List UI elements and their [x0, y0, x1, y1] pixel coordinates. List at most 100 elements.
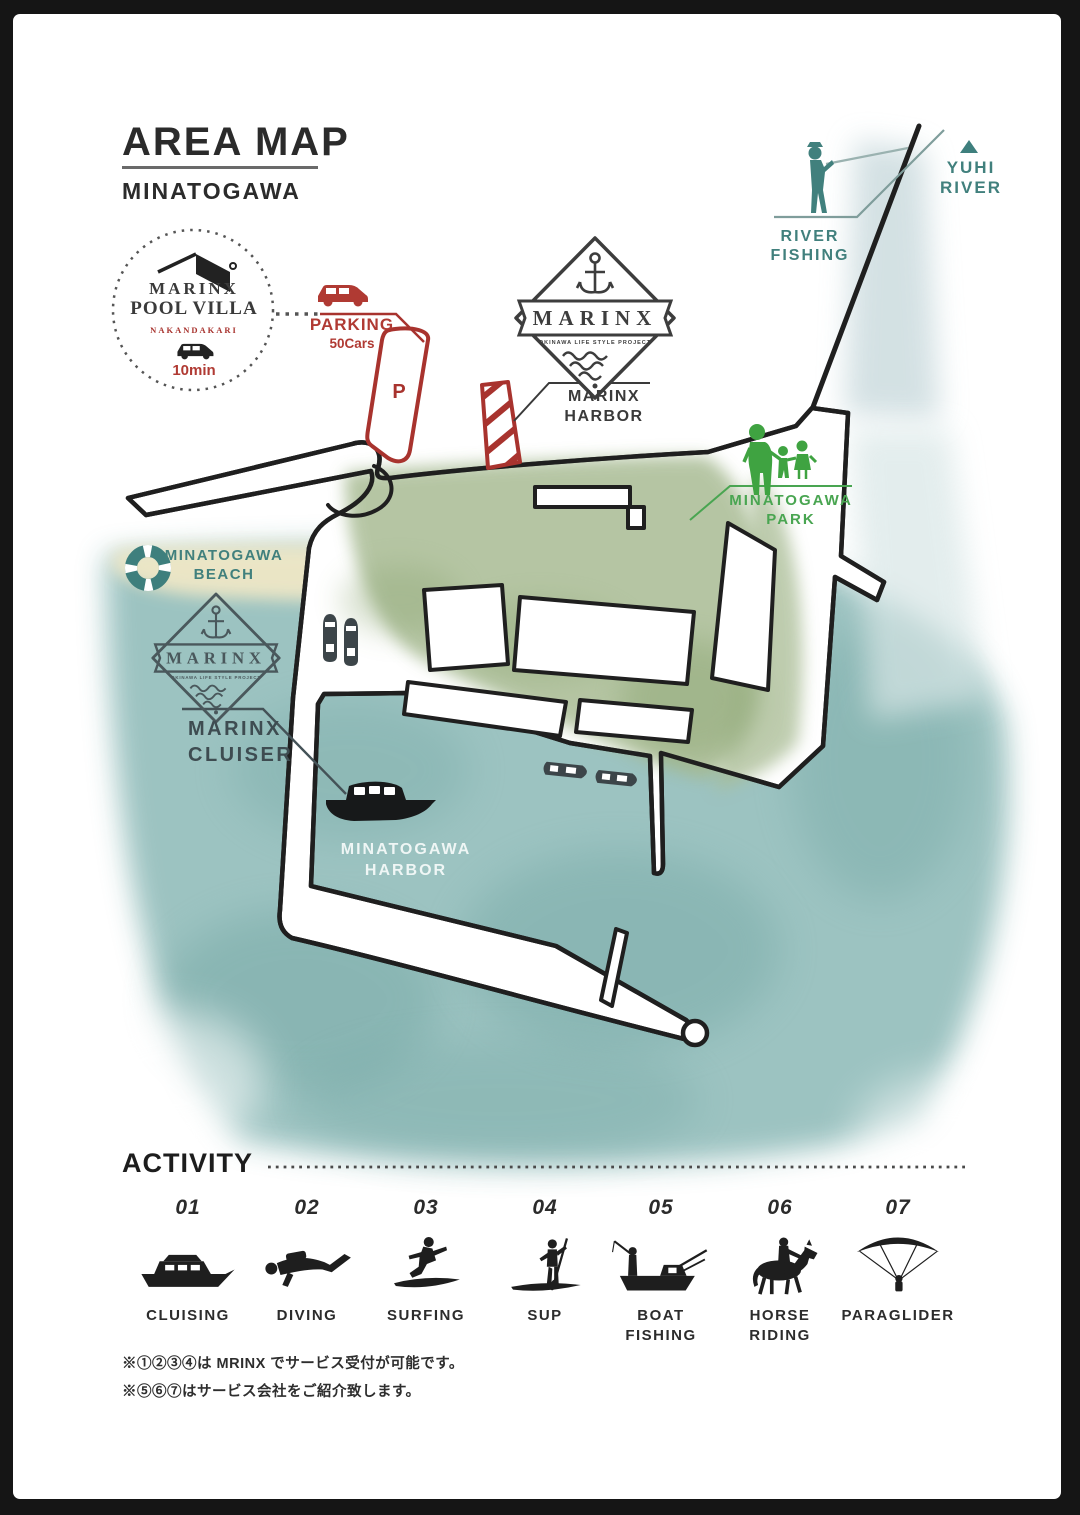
river-fishing-leader — [774, 129, 945, 219]
paraglider-icon — [856, 1237, 940, 1292]
badge-ribbon — [153, 643, 279, 673]
activity-item-diving: 02 DIVING — [248, 1196, 366, 1326]
harbor-water-label-line1: MINATOGAWA — [340, 841, 472, 858]
badge-waves — [189, 684, 227, 709]
parking-leader-line — [320, 312, 425, 343]
beach-label-line2: BEACH — [193, 566, 255, 583]
anchor-icon — [575, 252, 615, 294]
parking-label: PARKING — [309, 315, 395, 334]
activity-number: 01 — [175, 1196, 201, 1219]
villa-place: NAKANDAKARI — [150, 325, 238, 335]
boat-small — [344, 618, 358, 666]
badge-name: MARINX — [533, 306, 658, 330]
sup-icon — [511, 1238, 581, 1291]
beach-label-line1: MINATOGAWA — [164, 547, 284, 564]
yuhi-river-marker — [960, 140, 978, 153]
villa-car-icon — [177, 343, 214, 360]
cruiser-boat-illustration — [326, 781, 436, 821]
diver-icon — [265, 1250, 351, 1287]
villa-roof-icon — [157, 252, 237, 292]
harbor-blocks — [402, 485, 777, 1008]
activity-label: SURFING — [387, 1307, 465, 1324]
activity-note-1: ※①②③④は MRINX でサービス受付が可能です。 — [122, 1356, 464, 1372]
park-leader — [689, 485, 852, 521]
life-ring-icon — [125, 545, 171, 591]
area-map-canvas: P — [75, 123, 1035, 1195]
activity-number: 04 — [532, 1196, 558, 1219]
yuhi-river-label-line1: YUHI — [946, 158, 996, 177]
park-label-line2: PARK — [766, 511, 816, 528]
badge-waves — [562, 351, 608, 381]
river-fisherman-icon — [807, 142, 909, 213]
activity-note-2: ※⑤⑥⑦はサービス会社をご紹介致します。 — [122, 1384, 421, 1400]
villa-name: MARINX — [149, 279, 239, 298]
park-building — [533, 485, 632, 509]
villa-drive-time: 10min — [172, 362, 216, 379]
parking-car-icon — [318, 285, 368, 307]
marinx-badge-cruiser: MARINX OKINAWA LIFE STYLE PROJECT — [151, 592, 281, 724]
area-map-poster: P — [13, 14, 1061, 1499]
activity-item-cruising: 01 CLUISING — [129, 1196, 247, 1326]
badge-name: MARINX — [166, 649, 266, 668]
east-pier — [710, 521, 777, 692]
activity-label: SUP — [527, 1307, 563, 1324]
badge-tagline: OKINAWA LIFE STYLE PROJECT — [171, 675, 261, 680]
docked-boats-vertical — [323, 614, 358, 666]
activity-item-paraglider: 07 PARAGLIDER — [839, 1196, 957, 1326]
breakwater-hook — [680, 1018, 710, 1048]
quay-block — [422, 583, 510, 672]
cruising-boat-icon — [141, 1254, 235, 1287]
page-subtitle: MINATOGAWA — [122, 178, 301, 204]
activity-number: 03 — [413, 1196, 439, 1219]
activity-number: 07 — [885, 1196, 911, 1219]
horse-riding-icon — [752, 1237, 818, 1295]
cruiser-leader — [182, 707, 347, 795]
parking-capacity: 50Cars — [329, 336, 375, 351]
activity-item-surfing: 03 SURFING — [367, 1196, 485, 1326]
park-building-annex — [626, 505, 646, 530]
river-fishing-label-line1: RIVER — [780, 228, 840, 245]
quay-block — [512, 595, 696, 686]
river-watercolor — [845, 140, 985, 720]
quay-block — [574, 698, 694, 744]
badge-tagline: OKINAWA LIFE STYLE PROJECT — [539, 340, 651, 346]
activity-item-sup: 04 SUP — [486, 1196, 604, 1326]
activity-item-boat-fishing: 05 BOAT FISHING — [602, 1196, 720, 1345]
activity-label: BOAT FISHING — [625, 1307, 697, 1344]
harbor-water-label-line2: HARBOR — [364, 862, 448, 879]
fishing-boat-icon — [612, 1240, 708, 1291]
surfer-icon — [394, 1237, 460, 1288]
page-title: AREA MAP — [122, 120, 350, 164]
map-stage: P — [13, 14, 1061, 1499]
anchor-icon — [200, 605, 232, 639]
activity-label: HORSE RIDING — [749, 1307, 811, 1344]
title-underline — [122, 166, 318, 169]
channel-curl-line — [326, 464, 394, 518]
marinx-harbor-label-line1: MARINX — [567, 388, 641, 405]
activity-item-horse-riding: 06 HORSE RIDING — [721, 1196, 839, 1345]
park-label-line1: MINATOGAWA — [729, 492, 853, 509]
parking-lot-letter: P — [392, 381, 405, 403]
quay-block — [402, 680, 568, 738]
docked-boats-horizontal — [543, 761, 637, 787]
boat-small — [595, 769, 637, 787]
marinx-harbor-leader — [513, 382, 650, 422]
activity-label: PARAGLIDER — [841, 1307, 955, 1324]
cruiser-label-line2: CLUISER — [188, 744, 294, 766]
breakwater-spur — [599, 927, 629, 1008]
villa-name2: POOL VILLA — [130, 298, 258, 319]
marinx-badge-harbor: MARINX OKINAWA LIFE STYLE PROJECT — [514, 236, 676, 400]
marinx-harbor-label-line2: HARBOR — [564, 408, 644, 425]
activity-label: CLUISING — [146, 1307, 230, 1324]
activity-number: 02 — [294, 1196, 320, 1219]
river-fishing-label-line2: FISHING — [770, 247, 850, 264]
activity-number: 06 — [767, 1196, 793, 1219]
yuhi-river-label-line2: RIVER — [940, 178, 1002, 197]
cruiser-label-line1: MARINX — [188, 718, 282, 740]
activity-heading: ACTIVITY — [122, 1148, 254, 1178]
pool-villa-mark — [111, 228, 320, 392]
parking-lot-shape — [365, 326, 431, 464]
activity-label: DIVING — [276, 1307, 338, 1324]
boat-small — [543, 761, 587, 779]
activity-number: 05 — [648, 1196, 674, 1219]
